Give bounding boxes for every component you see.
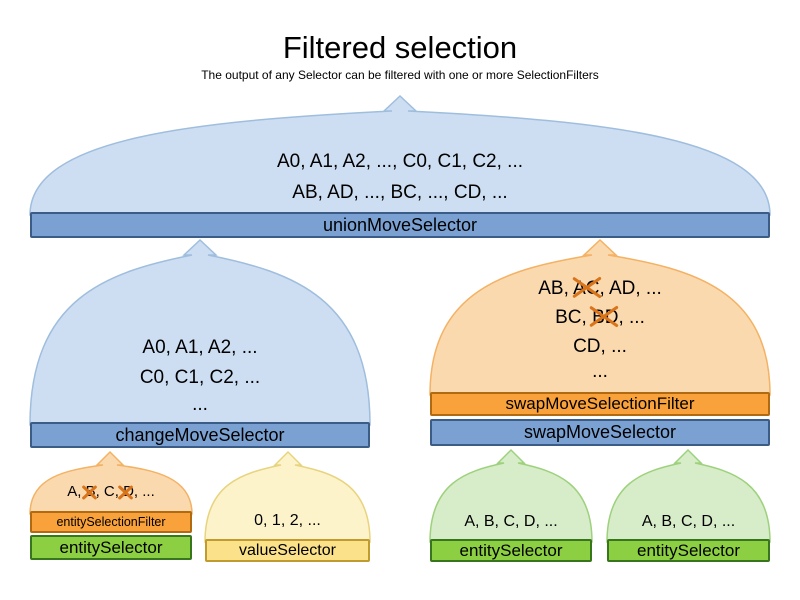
change-output-line-1: A0, A1, A2, ... xyxy=(142,337,258,358)
cross-out-d-icon xyxy=(117,484,134,500)
swap-move-selection-filter-bar: swapMoveSelectionFilter xyxy=(430,392,770,416)
swap-move-selector-bar: swapMoveSelector xyxy=(430,419,770,446)
entity-selector-1-bar: entitySelector xyxy=(430,539,592,562)
filtered-entity-funnel-shape xyxy=(29,450,193,515)
change-output-line-2: C0, C1, C2, ... xyxy=(139,367,261,388)
swap-output-line-3: CD, ... xyxy=(573,336,627,357)
cross-out-b-icon xyxy=(81,484,98,500)
cross-out-ac-icon xyxy=(572,277,602,298)
swap-output-line-4: ... xyxy=(592,361,608,382)
filtered-entity-selector-bar: entitySelector xyxy=(30,535,192,560)
cross-out-bd-icon xyxy=(589,306,619,327)
entity-2-output-line: A, B, C, D, ... xyxy=(641,513,736,530)
change-move-selector-bar: changeMoveSelector xyxy=(30,422,370,448)
entity-selection-filter-bar: entitySelectionFilter xyxy=(30,511,192,533)
diagram-subtitle: The output of any Selector can be filter… xyxy=(201,68,599,82)
union-move-selector-bar: unionMoveSelector xyxy=(30,212,770,238)
entity-funnel-1-shape xyxy=(429,448,593,543)
change-output-line-3: ... xyxy=(192,394,208,415)
entity-selector-2-bar: entitySelector xyxy=(607,539,770,562)
entity-funnel-2-shape xyxy=(606,448,771,543)
value-output-line: 0, 1, 2, ... xyxy=(254,512,321,529)
union-output-line-2: AB, AD, ..., BC, ..., CD, ... xyxy=(292,182,508,203)
diagram-title: Filtered selection xyxy=(282,30,518,65)
union-funnel-shape xyxy=(29,94,771,216)
filtered-entity-output-line: A, B, C, D, ... xyxy=(67,483,155,500)
union-output-line-1: A0, A1, A2, ..., C0, C1, C2, ... xyxy=(276,151,524,172)
entity-1-output-line: A, B, C, D, ... xyxy=(464,513,558,530)
change-funnel-shape xyxy=(29,238,371,426)
value-selector-bar: valueSelector xyxy=(205,539,370,562)
value-funnel-shape xyxy=(204,450,371,543)
